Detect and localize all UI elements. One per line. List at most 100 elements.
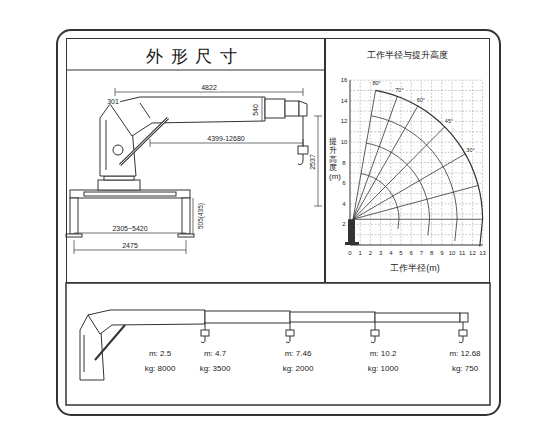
load-label-text: kg: 8000 — [144, 365, 177, 373]
dimension-text: 540 — [252, 103, 259, 117]
reach-label-text: m: 4.7 — [203, 350, 227, 358]
drawing-stroke — [70, 198, 78, 234]
load-label-text: kg: 1000 — [367, 365, 400, 373]
boom-angle-line — [353, 219, 483, 220]
drawing-stroke — [106, 120, 107, 170]
drawing-stroke — [115, 92, 303, 93]
boom-schematic — [80, 310, 468, 380]
drawing-stroke — [314, 206, 322, 207]
angle-label-text: 70° — [394, 88, 404, 94]
hooks — [201, 322, 467, 343]
hook-rope — [375, 322, 376, 330]
drawing-stroke — [115, 88, 116, 96]
axis-tick-text: 3 — [378, 250, 383, 256]
hook-rope — [290, 322, 291, 330]
hook — [286, 336, 290, 343]
drawing-stroke — [193, 198, 194, 235]
panel: 外形尺寸 — [66, 38, 325, 283]
drawing-stroke — [88, 310, 205, 334]
panel: 工作半径与提升高度 — [325, 38, 490, 283]
drawing-stroke — [74, 250, 186, 251]
reach-label-text: m: 10.2 — [369, 350, 398, 358]
crane-icon — [345, 242, 359, 245]
drawing-stroke — [70, 190, 190, 198]
axis-tick-text: 6 — [409, 250, 414, 256]
drawing-stroke — [262, 97, 263, 121]
drawing-stroke — [110, 97, 265, 136]
drawing-stroke — [150, 143, 303, 144]
grid-line — [350, 203, 483, 204]
drawing-stroke — [66, 70, 325, 71]
axis-title-text: 工作半径(m) — [389, 264, 441, 273]
drawing-stroke — [120, 118, 168, 165]
grid-line — [350, 142, 483, 143]
axis-tick-text: 8 — [341, 160, 346, 166]
grid-line — [350, 90, 483, 91]
hook-rope — [463, 322, 464, 330]
drawing-stroke — [84, 192, 176, 196]
angle-label-text: 30° — [465, 148, 475, 154]
dimension-text: 2537 — [309, 153, 316, 171]
drawing-stroke — [205, 311, 290, 323]
axis-tick-text: 13 — [478, 250, 487, 256]
drawing-stroke — [84, 335, 85, 372]
drawing-stroke — [74, 233, 186, 234]
frame — [57, 30, 500, 415]
axis-tick-text: 1 — [358, 250, 363, 256]
grid-line — [380, 80, 381, 245]
axis-title-text: 提升高度(m) — [329, 138, 337, 182]
grid-line — [350, 183, 483, 184]
drawing-stroke — [140, 103, 150, 118]
drawing-stroke — [113, 145, 123, 155]
panel-title: 外形尺寸 — [67, 45, 324, 68]
axis-tick-text: 2 — [368, 250, 373, 256]
axis-tick-text: 8 — [429, 250, 434, 256]
hook-rope — [205, 322, 206, 330]
drawing-stroke — [104, 176, 134, 180]
load-label-text: kg: 3500 — [199, 365, 232, 373]
drawing-stroke — [98, 180, 140, 190]
axis-tick-text: 12 — [340, 118, 349, 124]
load-chart — [345, 80, 483, 246]
dimension-text: 2305~5420 — [111, 225, 148, 232]
boom-angle-line — [353, 185, 478, 219]
drawing-stroke — [66, 234, 82, 237]
grid-line — [350, 245, 483, 246]
dimension-text: 2475 — [121, 242, 139, 249]
axis-tick-text: 9 — [439, 250, 444, 256]
radius-arc — [376, 90, 483, 246]
panel-title: 工作半径与提升高度 — [326, 49, 489, 62]
hook — [371, 336, 375, 343]
grid-line — [350, 224, 483, 225]
drawing-stroke — [182, 198, 190, 234]
crane-icon — [348, 219, 355, 243]
axis-tick-text: 10 — [448, 250, 457, 256]
axis-tick-text: 14 — [340, 98, 349, 104]
drawing-stroke — [95, 325, 125, 360]
hook-block — [459, 330, 467, 336]
angle-label-text: 80° — [371, 82, 381, 88]
boom-angle-line — [353, 106, 418, 219]
drawing-stroke — [375, 313, 460, 322]
axis-tick-text: 6 — [341, 180, 346, 186]
load-label-text: kg: 2000 — [282, 365, 315, 373]
dimension-text: 4399-12680 — [206, 135, 245, 142]
hook-block — [286, 330, 294, 336]
grid-line — [350, 152, 483, 153]
axis-tick-text: 10 — [340, 139, 349, 145]
hook-block — [201, 330, 209, 336]
drawing-stroke — [57, 30, 500, 415]
grid-line — [350, 131, 483, 132]
drawing-stroke — [298, 154, 303, 165]
drawing-stroke — [303, 139, 304, 147]
axis-tick-text: 7 — [419, 250, 424, 256]
hook-block — [371, 330, 379, 336]
drawing-stroke — [299, 101, 307, 116]
hook — [201, 336, 205, 343]
axis-tick-text: 5 — [398, 250, 403, 256]
drawing-stroke — [303, 116, 304, 146]
drawing-stroke — [314, 116, 322, 117]
angle-label-text: 60° — [416, 98, 426, 104]
